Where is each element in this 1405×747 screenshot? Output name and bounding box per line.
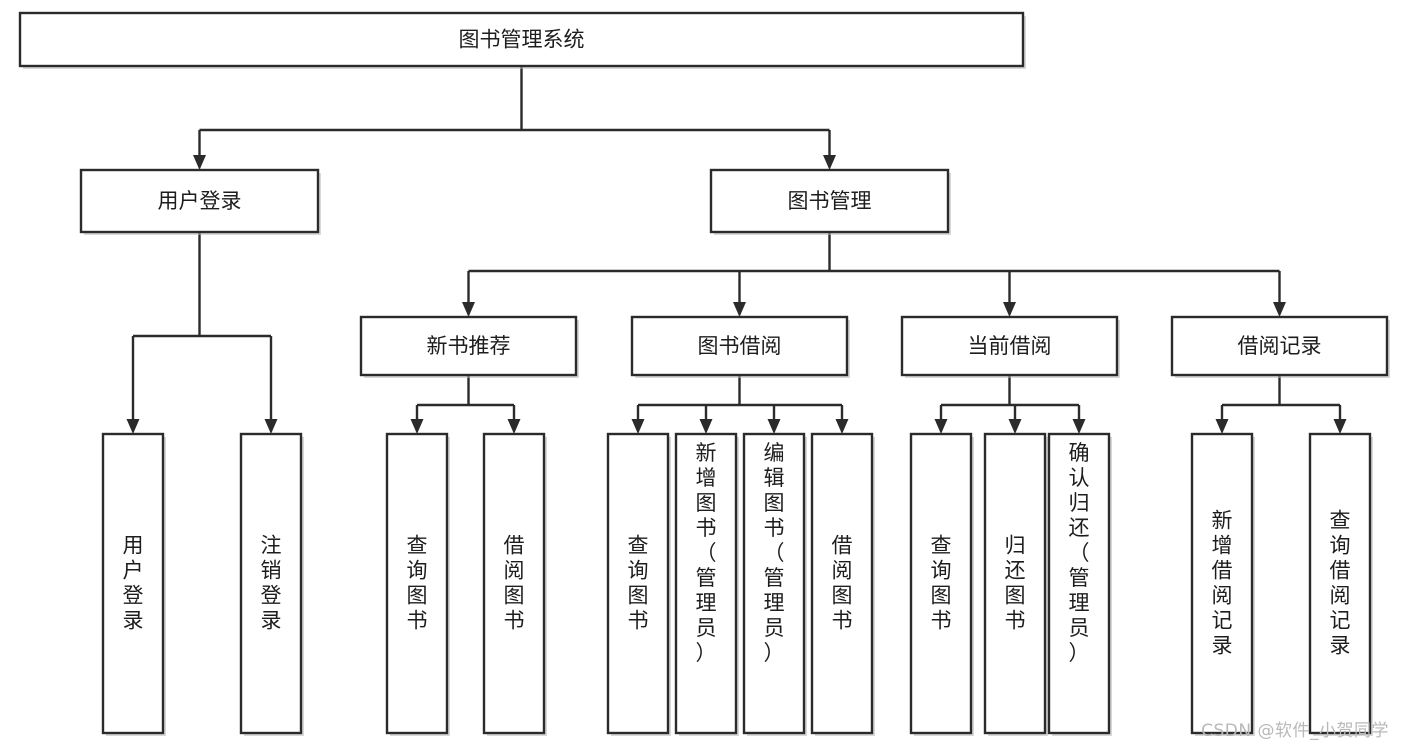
leaf-box[interactable] (909, 432, 973, 735)
leaf-label: 注销登录 (261, 534, 282, 633)
leaf-node[interactable]: 用户登录 (101, 432, 166, 736)
leaf-node[interactable]: 确认归还（管理员） (1047, 432, 1112, 736)
leaf-node[interactable]: 归还图书 (983, 432, 1048, 736)
arrow-head-icon (823, 155, 836, 170)
arrow-head-icon (699, 419, 713, 434)
leaf-label: 归还图书 (1005, 534, 1026, 633)
leaf-label: 用户登录 (123, 534, 144, 633)
arrow-head-icon (1072, 419, 1086, 434)
node-layer: 图书管理系统用户登录图书管理新书推荐图书借阅当前借阅借阅记录用户登录注销登录查询… (18, 11, 1390, 736)
leaf-box[interactable] (606, 432, 670, 735)
arrow-head-icon (767, 419, 781, 434)
arrow-head-icon (934, 419, 948, 434)
leaf-box[interactable] (1308, 432, 1372, 735)
level3-node[interactable]: 新书推荐 (359, 315, 579, 378)
level2-box[interactable] (79, 168, 320, 234)
level3-node[interactable]: 当前借阅 (900, 315, 1120, 378)
level3-label: 新书推荐 (427, 334, 511, 358)
arrow-head-icon (1008, 419, 1022, 434)
arrow-head-icon (1333, 419, 1347, 434)
arrow-head-icon (1003, 302, 1016, 317)
leaf-label: 借阅图书 (504, 534, 525, 633)
connector-layer (126, 66, 1347, 434)
level3-box[interactable] (1170, 315, 1389, 377)
leaf-label: 借阅图书 (832, 534, 853, 633)
leaf-label: 确认归还（管理员） (1069, 441, 1090, 665)
leaf-label: 查询图书 (407, 534, 428, 633)
root-label: 图书管理系统 (459, 28, 585, 52)
leaf-box[interactable] (482, 432, 546, 735)
level3-node[interactable]: 图书借阅 (630, 315, 850, 378)
level3-label: 图书借阅 (698, 334, 782, 358)
leaf-box[interactable] (1047, 432, 1111, 735)
level3-label: 借阅记录 (1238, 334, 1322, 358)
leaf-node[interactable]: 借阅图书 (482, 432, 547, 736)
leaf-node[interactable]: 借阅图书 (810, 432, 875, 736)
arrow-head-icon (507, 419, 521, 434)
level3-label: 当前借阅 (968, 334, 1052, 358)
level3-box[interactable] (630, 315, 849, 377)
leaf-box[interactable] (674, 432, 738, 735)
arrow-head-icon (1215, 419, 1229, 434)
leaf-label: 编辑图书（管理员） (764, 441, 785, 665)
leaf-label: 查询图书 (931, 534, 952, 633)
leaf-box[interactable] (239, 432, 303, 735)
level3-box[interactable] (359, 315, 578, 377)
arrow-head-icon (410, 419, 424, 434)
arrow-head-icon (631, 419, 645, 434)
leaf-box[interactable] (1190, 432, 1254, 735)
arrow-head-icon (1273, 302, 1286, 317)
leaf-node[interactable]: 注销登录 (239, 432, 304, 736)
leaf-box[interactable] (742, 432, 806, 735)
leaf-node[interactable]: 查询借阅记录 (1308, 432, 1373, 736)
leaf-node[interactable]: 新增借阅记录 (1190, 432, 1255, 736)
leaf-label: 查询图书 (628, 534, 649, 633)
level2-box[interactable] (709, 168, 950, 234)
level2-label: 图书管理 (788, 189, 872, 213)
arrow-head-icon (835, 419, 849, 434)
leaf-node[interactable]: 查询图书 (606, 432, 671, 736)
csdn-watermark: CSDN @软件_小贺同学 (1201, 721, 1389, 741)
leaf-box[interactable] (101, 432, 165, 735)
level3-box[interactable] (900, 315, 1119, 377)
leaf-label: 新增图书（管理员） (696, 441, 717, 665)
arrow-head-icon (733, 302, 746, 317)
leaf-node[interactable]: 新增图书（管理员） (674, 432, 739, 736)
level3-node[interactable]: 借阅记录 (1170, 315, 1390, 378)
level2-node[interactable]: 用户登录 (79, 168, 321, 235)
leaf-box[interactable] (810, 432, 874, 735)
leaf-node[interactable]: 查询图书 (909, 432, 974, 736)
leaf-box[interactable] (983, 432, 1047, 735)
arrow-head-icon (264, 419, 278, 434)
level2-label: 用户登录 (158, 189, 242, 213)
leaf-label: 新增借阅记录 (1212, 509, 1233, 658)
arrow-head-icon (462, 302, 475, 317)
leaf-box[interactable] (385, 432, 449, 735)
root-box[interactable] (18, 11, 1025, 68)
leaf-label: 查询借阅记录 (1330, 509, 1351, 658)
level2-node[interactable]: 图书管理 (709, 168, 951, 235)
leaf-node[interactable]: 查询图书 (385, 432, 450, 736)
leaf-node[interactable]: 编辑图书（管理员） (742, 432, 807, 736)
root-node[interactable]: 图书管理系统 (18, 11, 1026, 69)
arrow-head-icon (126, 419, 140, 434)
arrow-head-icon (193, 155, 206, 170)
